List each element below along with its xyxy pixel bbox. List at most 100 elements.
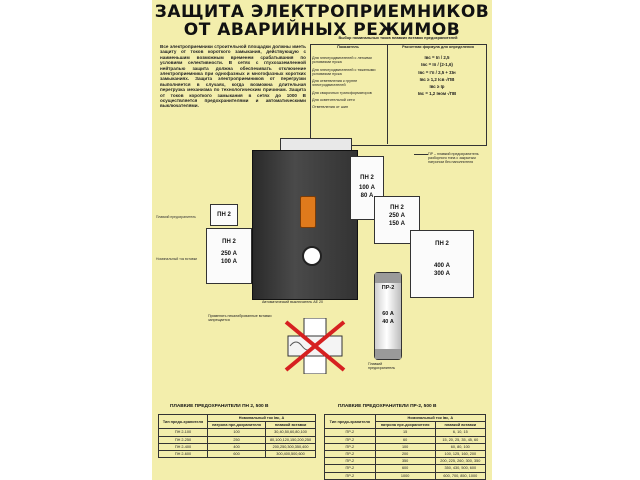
- rating-formulas: Iвс = Iп / 2,5 Iвс = Iп / (2-1,6) Iвс = …: [391, 55, 483, 100]
- fuse-mid-current2: 80 А: [360, 193, 374, 199]
- fuse-pn2-right1: ПН 2 250 А 150 А: [374, 196, 420, 244]
- fuse-rating-table: Выбор номинальных токов плавких вставок …: [310, 36, 487, 148]
- fuse-left-current2: 100 А: [220, 259, 237, 265]
- pn2-cell: 30,40,50,60,80,100: [265, 428, 316, 437]
- fuse-right1-current1: 250 А: [388, 213, 405, 219]
- pr2-cell: 15, 20, 25, 35, 45, 60: [434, 435, 487, 444]
- table-row: ПН 2-600 600 300,400,500,600: [158, 450, 316, 459]
- pn2-head-nominal: Номинальный ток Iвс, А: [206, 413, 317, 423]
- rating-row: Ответвления от шин: [312, 105, 349, 110]
- pn2-cell: 250: [206, 435, 267, 444]
- pr2-cell: ПР-2: [324, 450, 376, 459]
- pn2-cell: ПН 2-100: [158, 428, 208, 437]
- pn2-cell: 200,250,300,350,400: [265, 442, 316, 452]
- table-row: ПР-2 1000 600, 700, 850, 1000: [324, 471, 487, 480]
- breaker-caption: Автоматический выключатель АЕ 20: [262, 300, 323, 304]
- pr2-cell: ПР-2: [324, 442, 376, 452]
- pn2-cell: 400: [206, 442, 267, 452]
- pn2-cell: ПН 2-600: [158, 450, 208, 459]
- pr2-cell: 350: [374, 457, 436, 466]
- table-row: ПР-2 15 6, 10, 15: [324, 428, 487, 437]
- table-row: ПР-2 100 60, 80, 100: [324, 442, 487, 452]
- left-caption-top: Плавкий предохранитель: [156, 215, 196, 219]
- pr2-caption: Плавкий предохранитель: [368, 362, 396, 370]
- fuse-right2-current1: 400 А: [433, 263, 450, 269]
- rating-row: Для электродвигателей с тяжелыми условия…: [312, 67, 376, 76]
- pr2-cell: 100: [374, 442, 436, 452]
- table-row: ПР-2 60 15, 20, 25, 35, 45, 60: [324, 435, 487, 444]
- pr2-cell: 200: [374, 450, 436, 459]
- poster-title-line2: ОТ АВАРИЙНЫХ РЕЖИМОВ: [183, 20, 461, 40]
- table-pn2-title: ПЛАВКИЕ ПРЕДОХРАНИТЕЛИ ПН 2, 500 В: [170, 404, 269, 409]
- rating-formula: Iвс ≥ Iр: [429, 84, 445, 90]
- pr2-cell: 350, 430, 500, 600: [434, 464, 487, 473]
- pn2-cell: 100: [206, 428, 267, 437]
- pr2-head-cart: патрона пре-дохранителя: [374, 421, 436, 430]
- poster-title-line1: ЗАЩИТА ЭЛЕКТРОПРИЕМНИКОВ: [154, 2, 490, 22]
- pr2-current1: 60 А: [382, 311, 394, 317]
- rating-row: Для электродвигателей с легкими условиям…: [312, 56, 372, 65]
- fuse-right2-label: ПН 2: [435, 241, 449, 247]
- rating-formula: Iвс = Iп / 2,5: [424, 55, 450, 60]
- fuse-pn2-right2: ПН 2 400 А 300 А: [410, 230, 474, 298]
- pn2-head-type: Тип предо-хранителя: [158, 413, 208, 430]
- pr2-head-insert: плавкой вставки: [434, 421, 487, 430]
- table-pr2: Тип предо-хранителя Номинальный ток Iвс,…: [324, 413, 487, 480]
- fuse-mid-current1: 100 А: [358, 185, 375, 191]
- pr2-cell: ПР-2: [324, 428, 376, 437]
- pn2-head-insert: плавкой вставки: [265, 421, 316, 430]
- rating-row: Для сварочных трансформаторов: [312, 90, 372, 95]
- fuse-top-cap: ПН 2: [210, 204, 238, 226]
- pn2-cell: 80,100,120,150,200,250: [265, 435, 316, 444]
- pn2-cell: 300,400,500,600: [265, 450, 316, 459]
- pr2-cell: 60, 80, 100: [434, 442, 487, 452]
- pr2-head-nominal: Номинальный ток Iвс, А: [374, 413, 487, 423]
- intro-paragraph: Все электроприемники строительной площад…: [160, 44, 306, 109]
- pr2-cap-bottom: [375, 349, 401, 359]
- pr2-cell: 60: [374, 435, 436, 444]
- fuse-right1-label: ПН 2: [390, 205, 404, 211]
- fuse-pn2-left: ПН 2 250 А 100 А: [206, 228, 252, 284]
- table-row: ПР-2 200 100, 125, 160, 200: [324, 450, 487, 459]
- pn2-head-cart: патрона пре-дохранителя: [206, 421, 267, 430]
- table-pn2: Тип предо-хранителя Номинальный ток Iвс,…: [158, 413, 317, 459]
- pr2-cell: 15: [374, 428, 436, 437]
- wrong-fuse-caption: Применять некалиброванные вставки запрещ…: [208, 314, 272, 322]
- fuse-left-label: ПН 2: [222, 239, 236, 245]
- pr2-cell: ПР-2: [324, 457, 376, 466]
- breaker-handle-icon: [300, 196, 316, 228]
- rating-table-divider: [387, 44, 388, 144]
- pr2-cell: ПР-2: [324, 435, 376, 444]
- pn2-cell: 600: [206, 450, 267, 459]
- table-row: ПН 2-400 400 200,250,300,350,400: [158, 442, 316, 452]
- table-row: ПН 2-100 100 30,40,50,60,80,100: [158, 428, 316, 437]
- rating-table-frame: [310, 44, 487, 146]
- pr2-cartridge-illustration: ПР-2 60 А 40 А: [374, 272, 402, 360]
- pr2-cell: 200, 225, 260, 300, 350: [434, 457, 487, 466]
- pr2-head-type: Тип предо-хранителя: [324, 413, 376, 430]
- poster: ЗАЩИТА ЭЛЕКТРОПРИЕМНИКОВ ОТ АВАРИЙНЫХ РЕ…: [152, 0, 492, 480]
- pr2-cell: 6, 10, 15: [434, 428, 487, 437]
- pr2-cell: 1000: [374, 471, 436, 480]
- rating-formula: Iвс = Iп / (2-1,6): [421, 62, 453, 68]
- rating-row: Для осветительной сети: [312, 98, 355, 103]
- pr2-cell: 100, 125, 160, 200: [434, 450, 487, 459]
- fuse-right2-current2: 300 А: [433, 271, 450, 277]
- pr2-cap-top: [375, 273, 401, 283]
- fuse-left-current1: 250 А: [220, 251, 237, 257]
- pr2-label: ПР-2: [381, 285, 395, 291]
- left-caption-mid: Номинальный ток вставки: [156, 257, 198, 261]
- pn2-cell: ПН 2-400: [158, 442, 208, 452]
- pn2-cell: ПН 2-250: [158, 435, 208, 444]
- rating-table-header: Выбор номинальных токов плавких вставок …: [338, 36, 458, 40]
- pr-note: ПР – плавкий предохранитель разборного т…: [428, 152, 479, 165]
- pr2-cell: ПР-2: [324, 471, 376, 480]
- rating-col1-header: Показатель: [337, 45, 359, 49]
- circuit-breaker-illustration: [252, 150, 358, 300]
- table-pr2-title: ПЛАВКИЕ ПРЕДОХРАНИТЕЛИ ПР-2, 500 В: [338, 404, 437, 409]
- fuse-mid-label: ПН 2: [360, 175, 374, 181]
- fuse-tables: ПЛАВКИЕ ПРЕДОХРАНИТЕЛИ ПН 2, 500 В ПЛАВК…: [152, 404, 492, 480]
- table-row: ПН 2-250 250 80,100,120,150,200,250: [158, 435, 316, 444]
- pr2-cell: ПР-2: [324, 464, 376, 473]
- rating-formula: Iвс = I'п / 2,5 + ΣIн: [418, 69, 456, 75]
